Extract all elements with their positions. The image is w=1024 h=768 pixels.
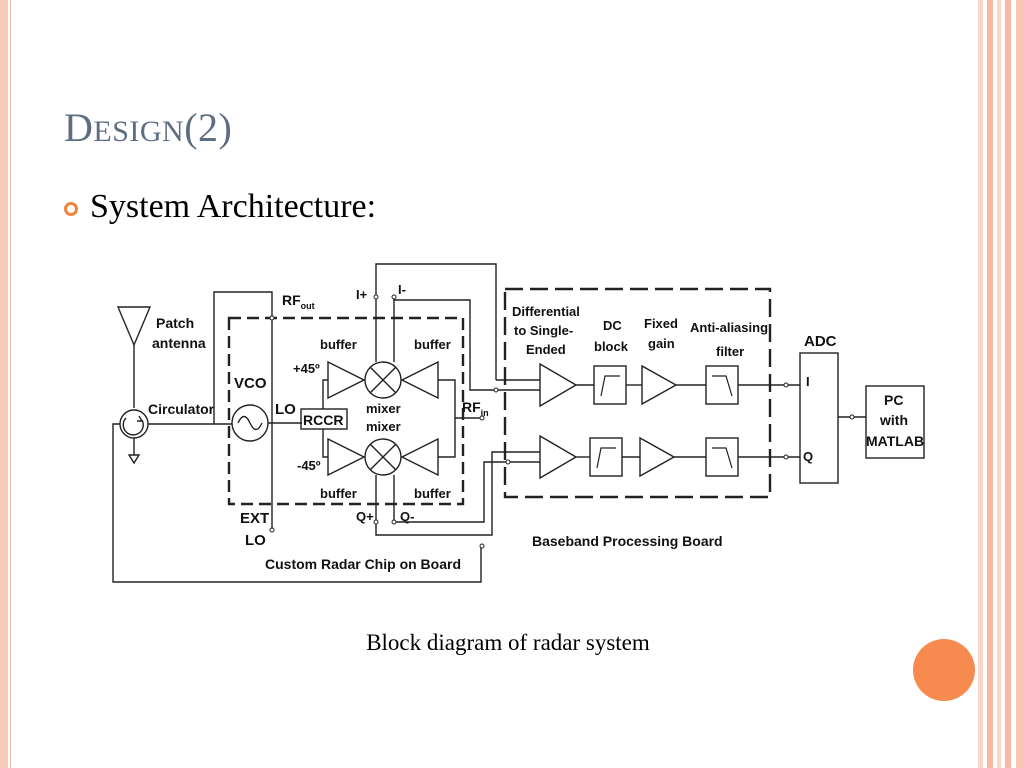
title-smallcaps: ESIGN [93,115,185,148]
q-plus-label: Q+ [356,509,374,524]
dc-block-i [593,365,627,405]
rf-in-label: RFin [462,399,489,418]
patch-antenna-icon [116,306,152,408]
pc-block [865,385,925,459]
gain-amp-i [641,364,678,406]
left-frame-line [10,0,11,768]
patch-antenna-label-2: antenna [152,335,206,351]
buffer-bottom-right [400,437,439,477]
adc-q-label: Q [803,449,813,464]
bullet-circle-icon [64,202,78,216]
adc-block [799,352,839,484]
fixed-gain-label-2: gain [648,336,675,351]
decorative-circle [913,639,975,701]
diff-amp-i [539,362,578,408]
title-initial: D [64,105,94,150]
dc-block-label-2: block [594,339,629,354]
rccr-label: RCCR [303,412,343,428]
circulator-label: Circulator [148,401,215,417]
ext-lo-label: EXT [240,510,269,527]
slide-title: DESIGN(2) [64,104,232,151]
adc-label: ADC [804,333,837,350]
bullet-text: System Architecture: [90,188,377,225]
q-minus-label: Q- [400,509,414,524]
buffer-top-right [400,360,439,400]
buffer-label-top-right: buffer [414,337,451,352]
diff-amp-q [539,434,578,480]
chip-label: Custom Radar Chip on Board [265,556,461,572]
buffer-top-left [327,360,366,400]
gain-amp-q [639,436,676,478]
aa-filter-q [705,437,739,477]
pc-label: PC [884,392,903,408]
differential-label-3: Ended [526,342,566,357]
ext-lo-label-2: LO [245,532,266,549]
aa-filter-i [705,365,739,405]
adc-i-label: I [806,374,810,389]
baseband-board-label: Baseband Processing Board [532,533,723,549]
bullet-item: System Architecture: [64,188,376,226]
patch-antenna-label: Patch [156,315,194,331]
i-minus-label: I- [398,282,406,297]
differential-label: Differential [512,304,580,319]
lo-label: LO [275,401,296,418]
mixer-top-label: mixer [366,401,401,416]
circulator-icon [119,409,149,465]
baseband-board-boundary [503,287,772,499]
rf-out-label: RFout [282,292,315,311]
oscillator-icon [231,404,269,442]
mixer-bottom-label: mixer [366,419,401,434]
buffer-label-bottom-left: buffer [320,486,357,501]
buffer-bottom-left [327,437,366,477]
fixed-gain-label: Fixed [644,316,678,331]
plus45-label: +45º [293,361,320,376]
i-plus-label: I+ [356,287,368,302]
vco-label: VCO [234,375,267,392]
pc-label-3: MATLAB [866,433,924,449]
dc-block-q [589,437,623,477]
minus45-label: -45º [297,458,321,473]
right-frame [978,0,1024,768]
rccr-block [300,408,348,430]
anti-aliasing-label-2: filter [716,344,744,359]
dc-block-label: DC [603,318,622,333]
anti-aliasing-label: Anti-aliasing [690,320,768,335]
radar-chip-boundary [227,316,465,506]
title-suffix: (2) [184,105,233,150]
buffer-label-bottom-right: buffer [414,486,451,501]
buffer-label-top-left: buffer [320,337,357,352]
pc-label-2: with [879,412,908,428]
differential-label-2: to Single- [514,323,573,338]
left-frame-bar [0,0,8,768]
figure-caption: Block diagram of radar system [366,630,650,655]
